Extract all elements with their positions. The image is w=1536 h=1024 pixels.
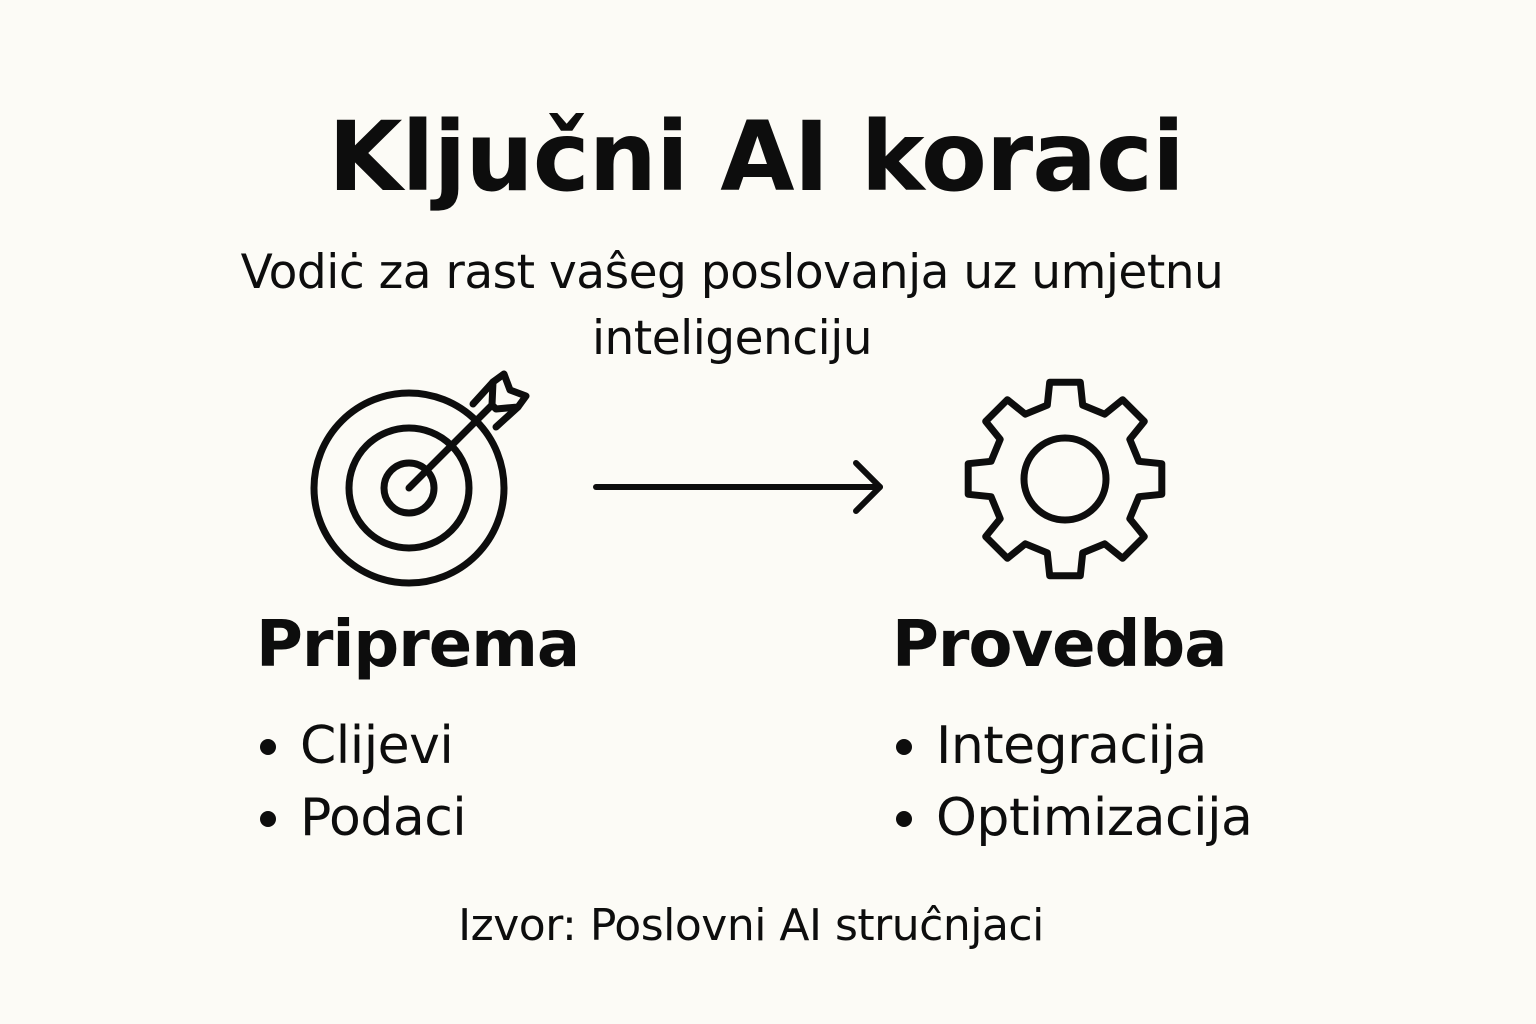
source-note: Izvor: Poslovni AI struĉnjaci <box>458 900 1044 951</box>
bullet-icon <box>896 739 912 755</box>
list-item-label: Integracija <box>936 716 1207 776</box>
list-item-label: Podaci <box>300 788 467 848</box>
list-item: Optimizacija <box>892 782 1253 854</box>
bullet-icon <box>896 811 912 827</box>
list-item-label: Optimizacija <box>936 788 1253 848</box>
list-item-label: Clijevi <box>300 716 454 776</box>
step-title-priprema: Priprema <box>256 608 580 682</box>
step-title-provedba: Provedba <box>892 608 1227 682</box>
list-item: Clijevi <box>256 710 466 782</box>
gear-icon <box>964 378 1166 580</box>
list-item: Integracija <box>892 710 1252 782</box>
list-item: Podaci <box>256 782 467 854</box>
provedba-list: Integracija Optimizacija <box>892 710 1253 854</box>
priprema-list: Clijevi Podaci <box>256 710 467 854</box>
bullet-icon <box>260 811 276 827</box>
diagram-subtitle: Vodiċ za rast vaŝeg poslovanja uz umjetn… <box>240 245 1224 366</box>
bullet-icon <box>260 739 276 755</box>
target-icon <box>310 370 530 587</box>
diagram-title: Ključni AI koraci <box>328 101 1185 213</box>
arrow-right-icon <box>593 460 883 514</box>
